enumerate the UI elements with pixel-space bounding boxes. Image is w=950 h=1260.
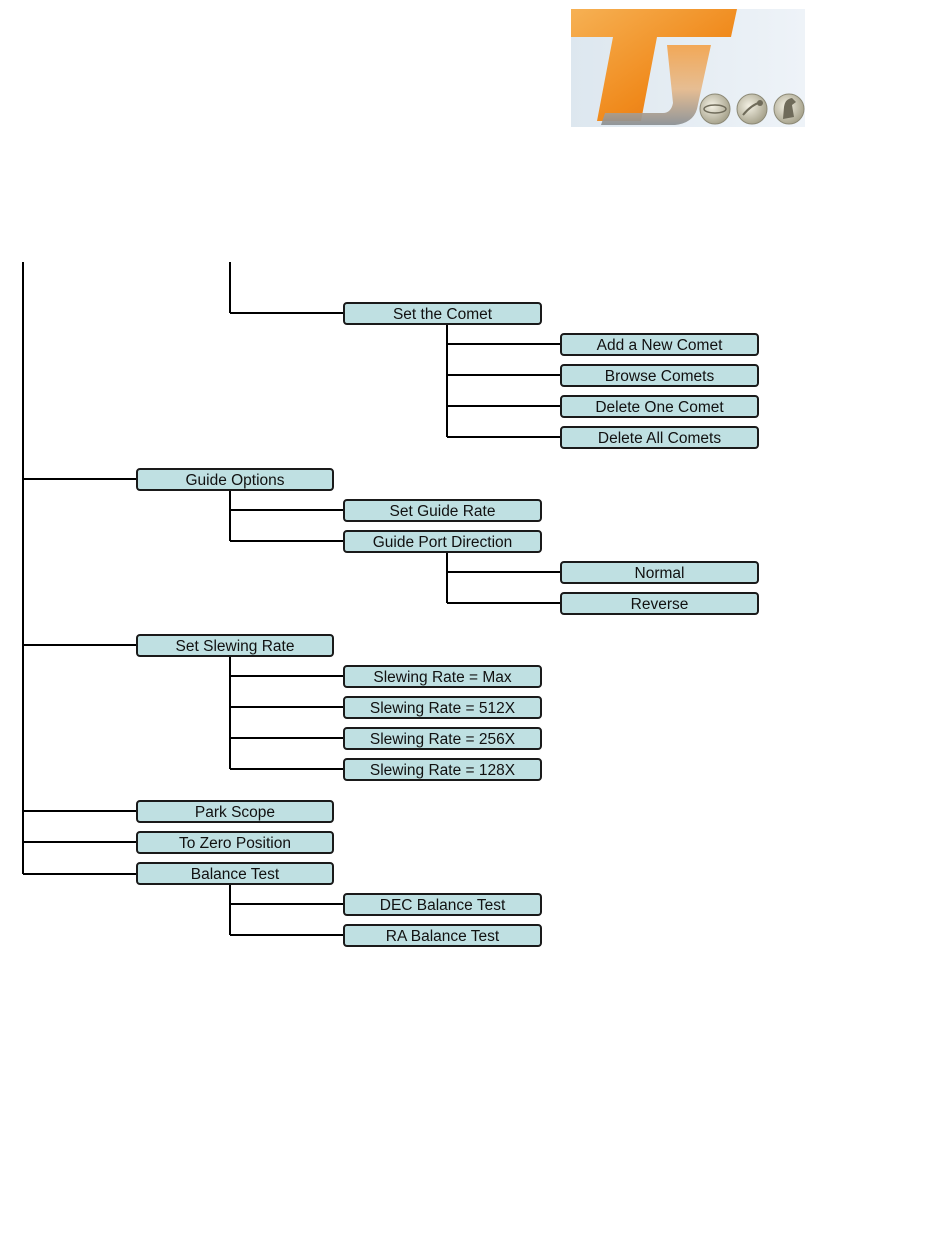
menu-node-set-guide-rate: Set Guide Rate [343, 499, 542, 522]
menu-node-slewing-rate-max: Slewing Rate = Max [343, 665, 542, 688]
node-label: RA Balance Test [386, 928, 500, 945]
menu-node-dec-balance-test: DEC Balance Test [343, 893, 542, 916]
node-label: Slewing Rate = Max [373, 669, 512, 686]
horse-head-badge-icon [773, 93, 805, 125]
node-label: Slewing Rate = 512X [370, 700, 516, 717]
menu-node-delete-all-comets: Delete All Comets [560, 426, 759, 449]
comet-badge-icon [736, 93, 768, 125]
menu-node-guide-port-direction: Guide Port Direction [343, 530, 542, 553]
planet-badge-icon [699, 93, 731, 125]
node-label: Add a New Comet [597, 337, 723, 354]
node-label: To Zero Position [179, 835, 291, 852]
node-label: Guide Port Direction [373, 534, 513, 551]
menu-node-slewing-rate-128x: Slewing Rate = 128X [343, 758, 542, 781]
node-label: Slewing Rate = 128X [370, 762, 516, 779]
menu-node-slewing-rate-256x: Slewing Rate = 256X [343, 727, 542, 750]
node-label: Set the Comet [393, 306, 493, 323]
node-label: Set Slewing Rate [176, 638, 295, 655]
ts-logo [571, 9, 805, 127]
node-label: Set Guide Rate [390, 503, 496, 520]
node-label: Park Scope [195, 804, 275, 821]
menu-node-delete-one-comet: Delete One Comet [560, 395, 759, 418]
node-label: Delete One Comet [595, 399, 724, 416]
menu-node-add-a-new-comet: Add a New Comet [560, 333, 759, 356]
node-label: Slewing Rate = 256X [370, 731, 516, 748]
node-label: Reverse [631, 596, 689, 613]
node-label: Delete All Comets [598, 430, 721, 447]
menu-node-normal: Normal [560, 561, 759, 584]
menu-node-set-the-comet: Set the Comet [343, 302, 542, 325]
menu-node-reverse: Reverse [560, 592, 759, 615]
node-label: Balance Test [191, 866, 280, 883]
node-label: Guide Options [185, 472, 284, 489]
menu-node-park-scope: Park Scope [136, 800, 334, 823]
node-label: DEC Balance Test [380, 897, 506, 914]
menu-node-slewing-rate-512x: Slewing Rate = 512X [343, 696, 542, 719]
node-label: Browse Comets [605, 368, 715, 385]
menu-node-ra-balance-test: RA Balance Test [343, 924, 542, 947]
menu-node-balance-test: Balance Test [136, 862, 334, 885]
menu-node-set-slewing-rate: Set Slewing Rate [136, 634, 334, 657]
connector-lines [22, 262, 561, 936]
menu-node-to-zero-position: To Zero Position [136, 831, 334, 854]
menu-node-guide-options: Guide Options [136, 468, 334, 491]
node-label: Normal [635, 565, 685, 582]
menu-node-browse-comets: Browse Comets [560, 364, 759, 387]
